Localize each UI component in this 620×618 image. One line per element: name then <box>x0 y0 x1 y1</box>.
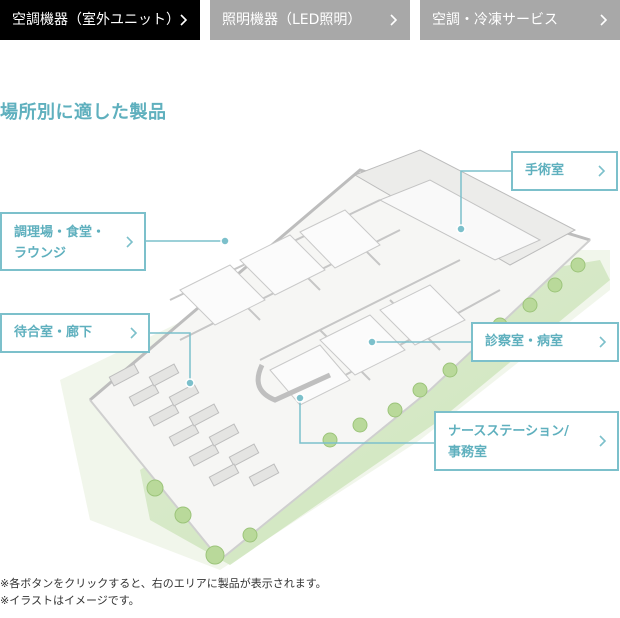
exam-room-ward-button[interactable]: 診察室・病室 <box>471 322 619 362</box>
tab-label: 空調機器（室外ユニット） <box>12 12 180 28</box>
chevron-right-icon <box>390 14 398 26</box>
chevron-right-icon <box>600 14 608 26</box>
callout-label-line2: 事務室 <box>448 445 488 460</box>
callout-label: 手術室 <box>525 163 565 178</box>
chevron-right-icon <box>180 14 188 26</box>
chevron-right-icon <box>126 235 134 248</box>
footnotes: ※各ボタンをクリックすると、右のエリアに製品が表示されます。 ※イラストはイメー… <box>0 575 327 609</box>
footnote-click-info: ※各ボタンをクリックすると、右のエリアに製品が表示されます。 <box>0 577 327 590</box>
category-tabs: 空調機器（室外ユニット） 照明機器（LED照明） 空調・冷凍サービス <box>0 0 620 40</box>
chevron-right-icon <box>130 327 138 339</box>
callout-label: 待合室・廊下 <box>14 325 93 340</box>
waiting-room-hallway-button[interactable]: 待合室・廊下 <box>0 313 150 353</box>
tab-label: 照明機器（LED照明） <box>222 12 362 28</box>
kitchen-cafeteria-lounge-button[interactable]: 調理場・食堂・ ラウンジ <box>0 212 146 271</box>
chevron-right-icon <box>599 435 607 447</box>
callout-label: 診察室・病室 <box>485 334 564 349</box>
chevron-right-icon <box>598 165 606 177</box>
footnote-illustration-info: ※イラストはイメージです。 <box>0 594 140 607</box>
chevron-right-icon <box>599 336 607 348</box>
callout-label-line1: ナースステーション/ <box>448 424 569 439</box>
tab-led-lighting[interactable]: 照明機器（LED照明） <box>210 0 410 40</box>
tab-air-conditioning-service[interactable]: 空調・冷凍サービス <box>420 0 620 40</box>
section-title: 場所別に適した製品 <box>0 102 167 123</box>
tab-air-conditioning-outdoor-unit[interactable]: 空調機器（室外ユニット） <box>0 0 200 40</box>
operating-room-button[interactable]: 手術室 <box>511 151 618 191</box>
callout-label-line1: 調理場・食堂・ <box>14 225 106 240</box>
callout-label-line2: ラウンジ <box>14 246 67 261</box>
tab-label: 空調・冷凍サービス <box>432 12 558 28</box>
nurse-station-office-button[interactable]: ナースステーション/ 事務室 <box>434 411 619 471</box>
